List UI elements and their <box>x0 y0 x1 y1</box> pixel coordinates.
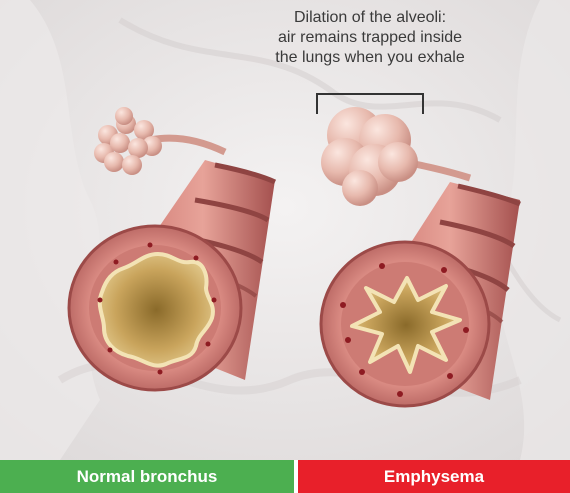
caption-line-1: Dilation of the alveoli: <box>225 8 515 28</box>
emphysema-label-text: Emphysema <box>384 467 484 487</box>
caption-line-2: air remains trapped inside <box>225 28 515 48</box>
caption: Dilation of the alveoli: air remains tra… <box>225 8 515 68</box>
normal-bronchus-label-text: Normal bronchus <box>77 467 218 487</box>
normal-bronchus-label: Normal bronchus <box>0 460 294 493</box>
caption-line-3: the lungs when you exhale <box>225 48 515 68</box>
emphysema-label: Emphysema <box>298 460 570 493</box>
